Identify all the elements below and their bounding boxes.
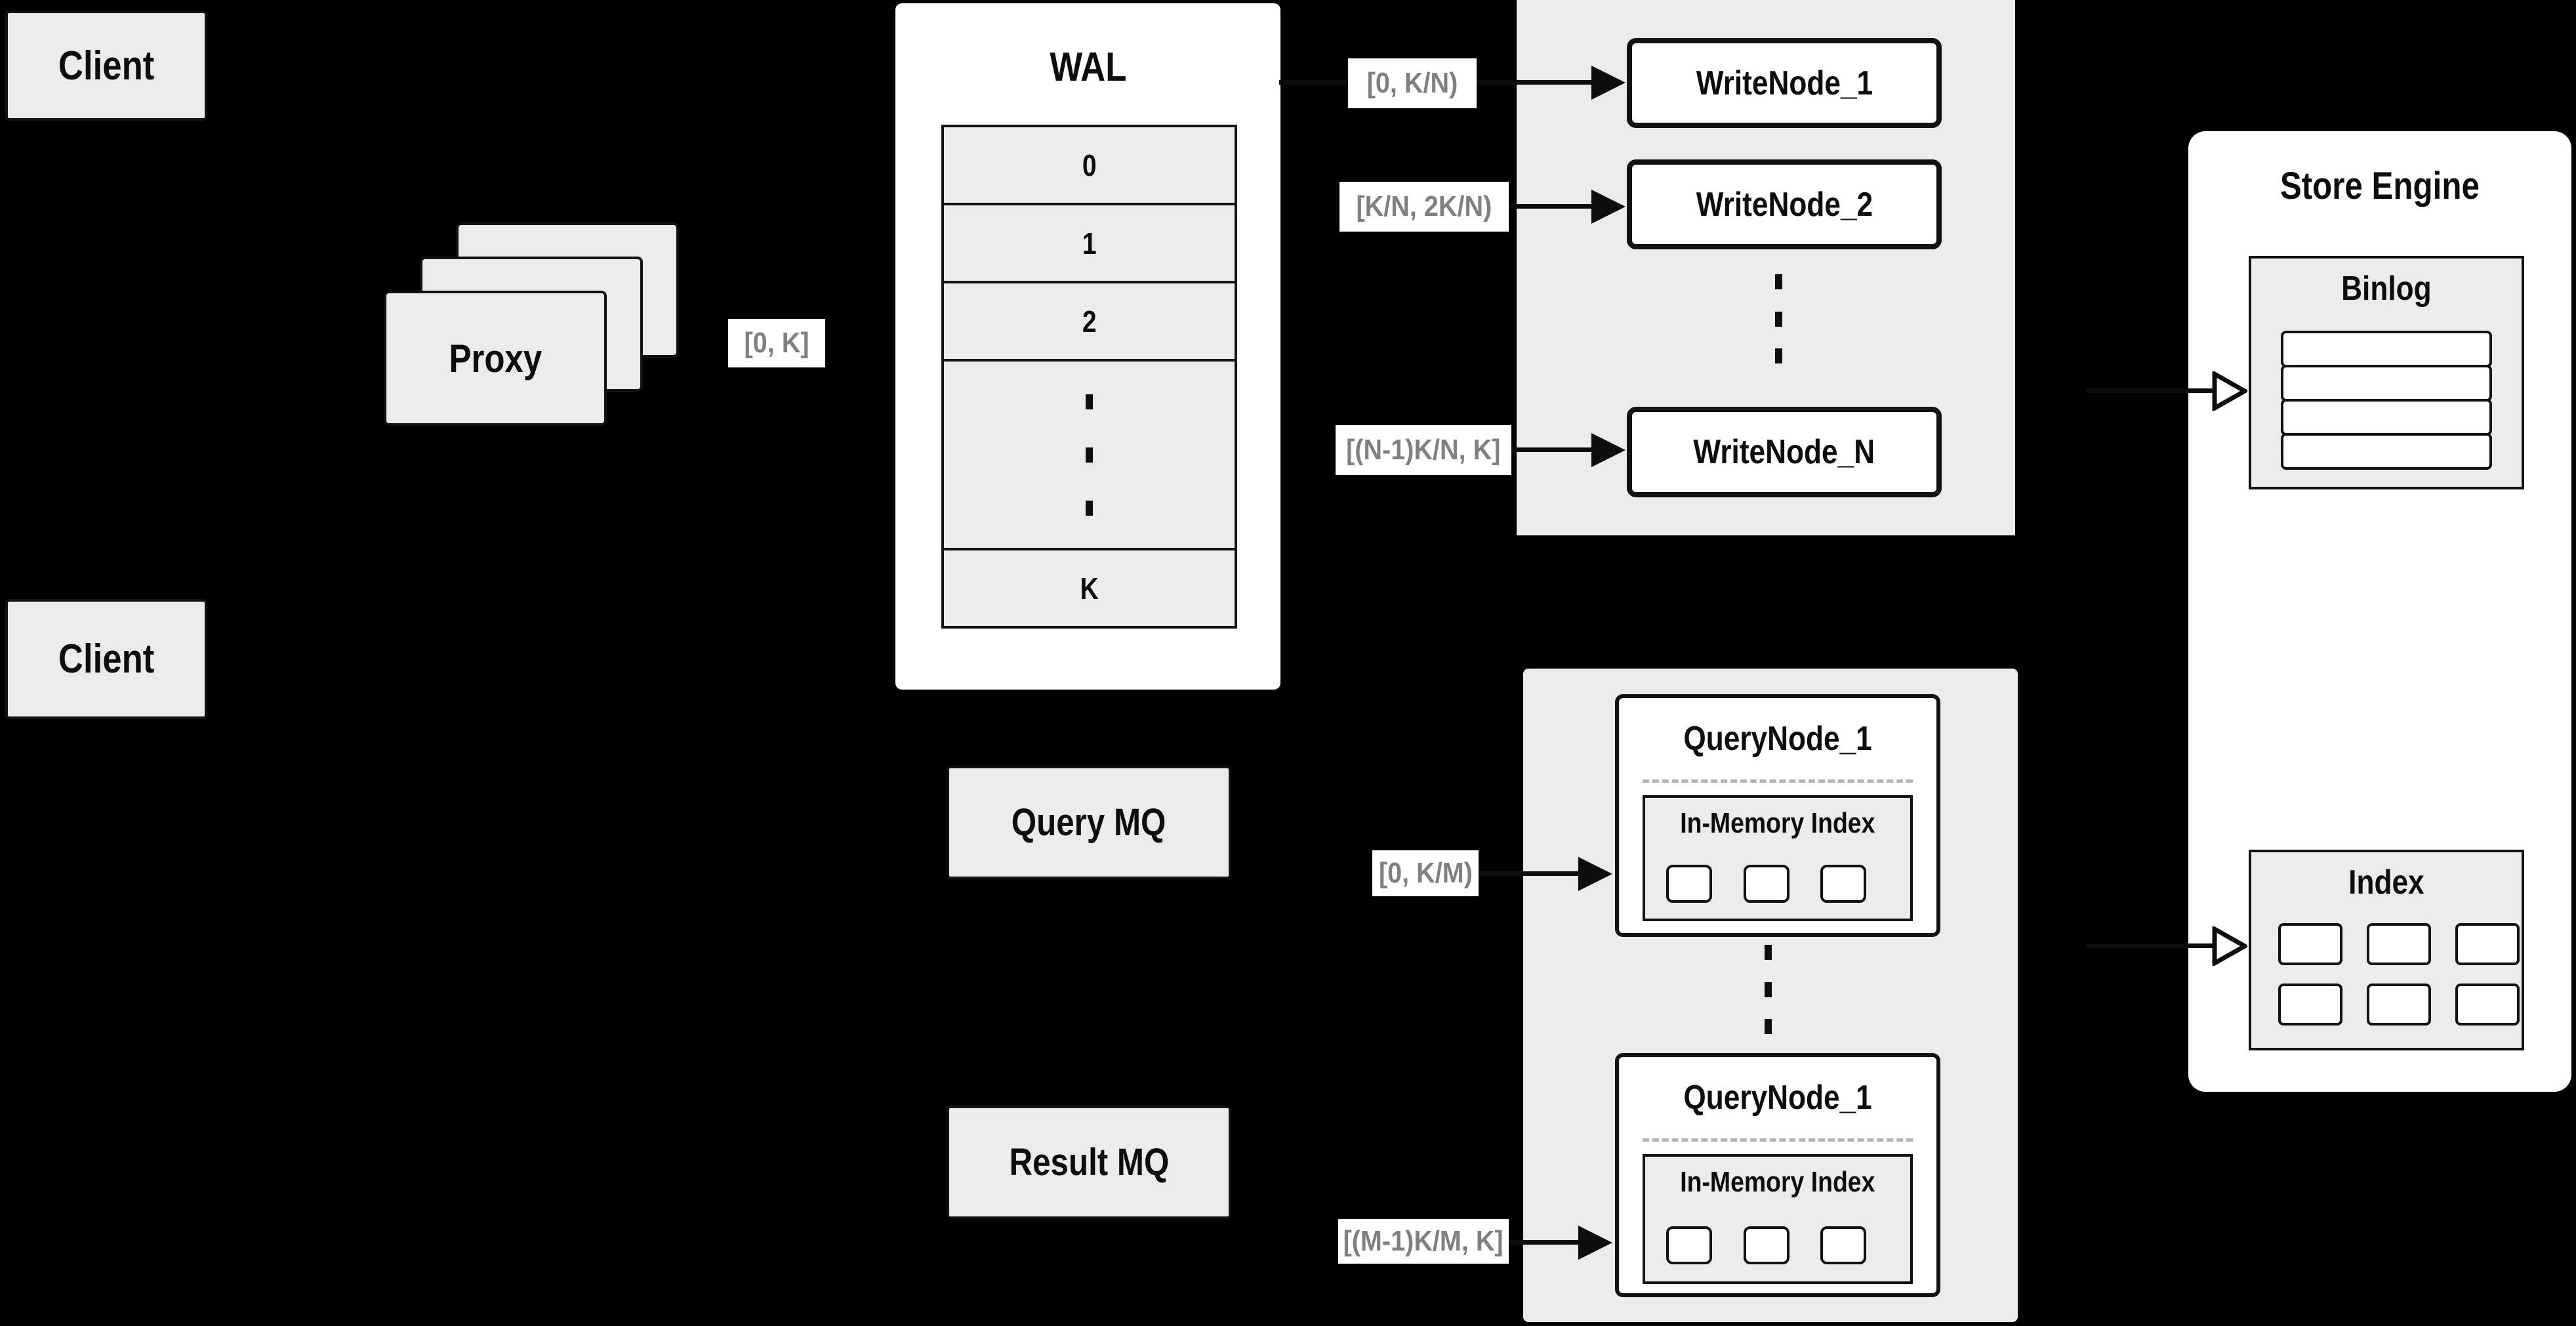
hollow-arrowhead-index-icon xyxy=(2212,926,2247,966)
client-box-bottom: Client xyxy=(5,599,207,719)
binlog-row-icon xyxy=(2281,433,2492,470)
range-label-proxy-to-wal: [0, K] xyxy=(728,319,825,367)
proxy-label: Proxy xyxy=(449,336,542,381)
range-label-query-m: [(M-1)K/M, K] xyxy=(1338,1219,1509,1264)
query-node-bottom: QueryNode_1 In-Memory Index xyxy=(1615,1053,1940,1297)
query-nodes-ellipsis-icon xyxy=(1765,945,1772,1034)
segment-square-icon xyxy=(1820,1226,1866,1264)
client-box-top: Client xyxy=(5,10,207,121)
hollow-arrowhead-binlog-icon xyxy=(2212,371,2247,411)
binlog-title: Binlog xyxy=(2341,270,2432,308)
arrowhead-writenode2-icon xyxy=(1591,190,1625,224)
arrow-querymq-to-querynode1 xyxy=(1479,871,1580,876)
index-file-square-icon xyxy=(2367,923,2431,965)
wal-title: WAL xyxy=(1049,45,1127,90)
client-top-label: Client xyxy=(58,43,155,89)
range-label-query-1: [0, K/M) xyxy=(1372,850,1479,896)
binlog-box: Binlog xyxy=(2249,256,2524,489)
binlog-rows xyxy=(2281,331,2492,470)
arrow-to-binlog xyxy=(2086,388,2216,393)
write-node-2: WriteNode_2 xyxy=(1627,159,1942,249)
write-nodes-ellipsis-icon xyxy=(1775,274,1782,363)
proxy-card-front: Proxy xyxy=(384,291,607,426)
arrow-resultmq-to-querynodem xyxy=(1509,1240,1580,1245)
query-mq-box: Query MQ xyxy=(947,766,1231,879)
client-bottom-label: Client xyxy=(58,636,155,682)
in-memory-index-title: In-Memory Index xyxy=(1680,1166,1875,1198)
dashed-separator xyxy=(1643,1138,1913,1142)
arrow-to-index xyxy=(2086,943,2216,948)
query-node-top-title: QueryNode_1 xyxy=(1683,720,1872,758)
index-file-square-icon xyxy=(2278,923,2342,965)
in-memory-index-box-bottom: In-Memory Index xyxy=(1643,1154,1913,1284)
ellipsis-vertical-icon xyxy=(1086,394,1093,516)
index-file-square-icon xyxy=(2278,984,2342,1026)
arrowhead-querynodem-icon xyxy=(1578,1226,1612,1260)
index-file-square-icon xyxy=(2455,923,2520,965)
segment-square-icon xyxy=(1744,865,1789,903)
in-memory-index-title: In-Memory Index xyxy=(1680,807,1875,839)
arrowhead-querynode1-icon xyxy=(1578,857,1612,891)
dashed-separator xyxy=(1643,779,1913,783)
binlog-row-icon xyxy=(2281,365,2492,402)
write-node-1: WriteNode_1 xyxy=(1627,38,1942,128)
query-node-top: QueryNode_1 In-Memory Index xyxy=(1615,694,1940,937)
in-memory-index-box-top: In-Memory Index xyxy=(1643,795,1913,921)
index-box: Index xyxy=(2249,850,2524,1050)
segment-square-icon xyxy=(1820,865,1866,903)
wal-container: WAL 0 1 2 K xyxy=(895,3,1280,690)
query-node-bottom-title: QueryNode_1 xyxy=(1683,1079,1872,1117)
wal-row-1: 1 xyxy=(944,205,1235,283)
arrow-wal-to-writenode2 xyxy=(1502,204,1594,209)
segment-square-icon xyxy=(1744,1226,1789,1264)
wal-row-2: 2 xyxy=(944,283,1235,362)
range-label-write-n: [(N-1)K/N, K] xyxy=(1336,425,1511,475)
binlog-row-icon xyxy=(2281,331,2492,367)
range-label-write-1: [0, K/N) xyxy=(1348,58,1477,108)
store-engine-container: Store Engine Binlog Index xyxy=(2188,131,2571,1092)
arrow-wal-to-writenoden xyxy=(1505,447,1594,452)
wal-row-ellipsis xyxy=(944,362,1235,550)
binlog-row-icon xyxy=(2281,399,2492,436)
wal-row-k: K xyxy=(944,550,1235,626)
segment-square-icon xyxy=(1666,865,1712,903)
segment-square-icon xyxy=(1666,1226,1712,1264)
write-node-n: WriteNode_N xyxy=(1627,407,1942,497)
store-engine-title: Store Engine xyxy=(2280,165,2480,207)
wal-row-0: 0 xyxy=(944,127,1235,205)
index-title: Index xyxy=(2348,863,2424,901)
range-label-write-2: [K/N, 2K/N) xyxy=(1339,182,1509,232)
result-mq-box: Result MQ xyxy=(947,1106,1231,1219)
index-file-square-icon xyxy=(2367,984,2431,1026)
arrowhead-writenoden-icon xyxy=(1591,433,1625,467)
arrowhead-writenode1-icon xyxy=(1591,66,1625,100)
wal-segment-table: 0 1 2 K xyxy=(941,125,1237,629)
index-file-square-icon xyxy=(2455,984,2520,1026)
